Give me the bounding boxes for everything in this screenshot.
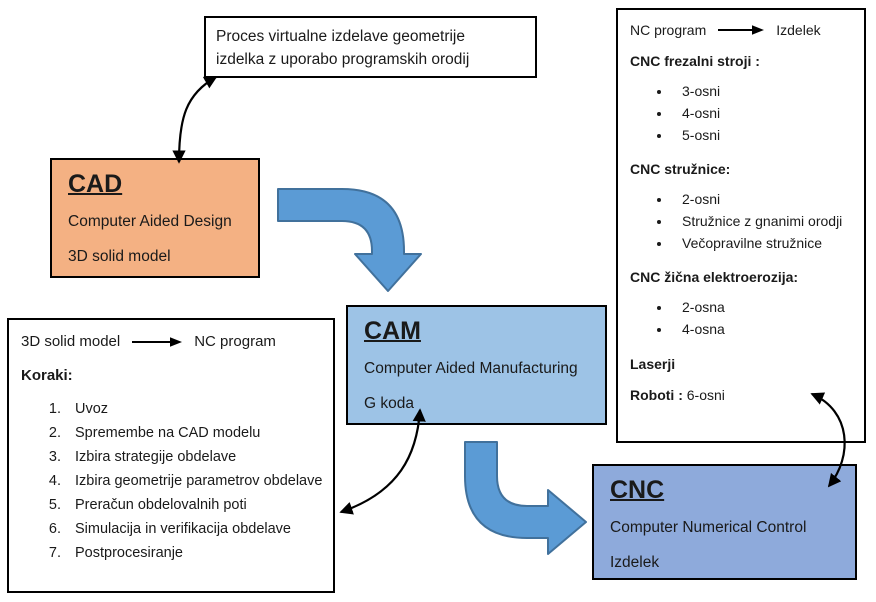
list-item: 3-osni [672,80,858,102]
cam-output: G koda [364,395,414,412]
cam-title: CAM [364,317,421,345]
machines-flow-from: NC program [630,22,707,38]
list-item: 2-osni [672,188,858,210]
annotation-line-1: Proces virtualne izdelave geometrije [216,28,465,45]
cnc-subtitle: Computer Numerical Control [610,519,807,536]
cnc-output: Izdelek [610,554,660,571]
list-item: Izbira strategije obdelave [65,445,325,469]
machines-flow-row: NC program Izdelek [630,22,858,38]
list-item: 4-osna [672,318,858,340]
cad-title: CAD [68,170,123,198]
list-item: Simulacija in verifikacija obdelave [65,517,325,541]
cnc-machines-box: NC program Izdelek CNC frezalni stroji :… [616,8,866,443]
big-arrow-cad-to-cam [277,188,422,292]
right-arrow-icon [132,336,183,347]
steps-flow-from: 3D solid model [21,333,121,350]
list-item: 2-osna [672,296,858,318]
annotation-line-2: izdelka z uporabo programskih orodij [216,51,470,68]
roboti-label: Roboti : [630,387,683,403]
cad-box: CAD Computer Aided Design 3D solid model [50,158,260,278]
steps-flow-row: 3D solid model NC program [21,333,325,350]
list-item: Stružnice z gnanimi orodji [672,210,858,232]
cam-steps-box: 3D solid model NC program Koraki: UvozSp… [7,318,335,593]
milling-list: 3-osni4-osni5-osni [630,80,858,146]
connector-cam-steps [339,408,426,515]
list-item: 5-osni [672,124,858,146]
list-item: Izbira geometrije parametrov obdelave [65,469,325,493]
roboti-row: Roboti : 6-osni [630,387,858,403]
connector-annotation-cad [172,76,218,164]
cad-output: 3D solid model [68,248,171,265]
cam-subtitle: Computer Aided Manufacturing [364,360,578,377]
big-arrow-cam-to-cnc [464,441,587,555]
cam-box: CAM Computer Aided Manufacturing G koda [346,305,607,425]
lathe-heading: CNC stružnice: [630,161,731,177]
list-item: Postprocesiranje [65,541,325,565]
list-item: Večopravilne stružnice [672,232,858,254]
annotation-box: Proces virtualne izdelave geometrije izd… [204,16,537,78]
list-item: Uvoz [65,397,325,421]
steps-list: UvozSpremembe na CAD modeluIzbira strate… [21,397,325,565]
roboti-value: 6-osni [686,387,725,403]
lathe-list: 2-osniStružnice z gnanimi orodjiVečoprav… [630,188,858,254]
cnc-title: CNC [610,476,665,504]
list-item: Spremembe na CAD modelu [65,421,325,445]
edm-heading: CNC žična elektroerozija: [630,269,799,285]
edm-list: 2-osna4-osna [630,296,858,340]
machines-flow-to: Izdelek [776,22,821,38]
steps-flow-to: NC program [194,333,276,350]
right-arrow-icon [718,25,765,35]
list-item: 4-osni [672,102,858,124]
list-item: Preračun obdelovalnih poti [65,493,325,517]
steps-heading: Koraki: [21,367,73,384]
laserji-label: Laserji [630,356,676,372]
milling-heading: CNC frezalni stroji : [630,53,760,69]
cnc-box: CNC Computer Numerical Control Izdelek [592,464,857,580]
cad-subtitle: Computer Aided Design [68,213,232,230]
